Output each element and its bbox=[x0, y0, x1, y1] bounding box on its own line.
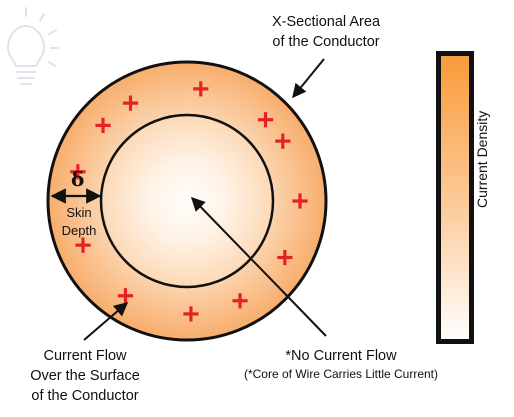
current-density-axis-label: Current Density bbox=[474, 110, 490, 208]
core-label-note: (*Core of Wire Carries Little Current) bbox=[243, 367, 439, 381]
plus-icon bbox=[275, 133, 291, 149]
core-label-main: *No Current Flow bbox=[285, 348, 397, 364]
surface-flow-line3: of the Conductor bbox=[31, 388, 139, 404]
skin-depth-line1: Skin bbox=[66, 205, 92, 220]
plus-icon bbox=[117, 288, 134, 304]
plus-icon bbox=[70, 164, 86, 180]
skin-depth-label: Skin Depth bbox=[56, 204, 102, 240]
conductor-core bbox=[99, 113, 275, 289]
xsection-label: X-Sectional Area of the Conductor bbox=[272, 12, 380, 52]
surface-flow-line2: Over the Surface bbox=[30, 368, 140, 384]
plus-icon bbox=[122, 95, 139, 111]
current-density-scale bbox=[436, 51, 474, 344]
plus-icon bbox=[292, 193, 308, 209]
xsection-label-line2: of the Conductor bbox=[272, 34, 380, 50]
surface-flow-line1: Current Flow bbox=[43, 348, 127, 364]
xsection-label-line1: X-Sectional Area bbox=[272, 14, 381, 30]
core-pointer bbox=[191, 196, 327, 337]
plus-icon bbox=[95, 117, 111, 133]
xsection-pointer bbox=[292, 58, 325, 99]
plus-icon bbox=[232, 293, 248, 309]
surface-charges bbox=[70, 81, 308, 322]
core-label: *No Current Flow (*Core of Wire Carries … bbox=[216, 346, 466, 382]
plus-icon bbox=[75, 237, 91, 253]
lightbulb-icon bbox=[6, 7, 59, 85]
plus-icon bbox=[277, 249, 293, 266]
delta-symbol: δ bbox=[71, 167, 85, 191]
surface-flow-label: Current Flow Over the Surface of the Con… bbox=[14, 346, 156, 406]
plus-icon bbox=[257, 112, 274, 128]
surface-pointer bbox=[83, 302, 129, 341]
plus-icon bbox=[183, 306, 199, 322]
skin-depth-line2: Depth bbox=[61, 223, 97, 238]
plus-icon bbox=[193, 81, 209, 97]
